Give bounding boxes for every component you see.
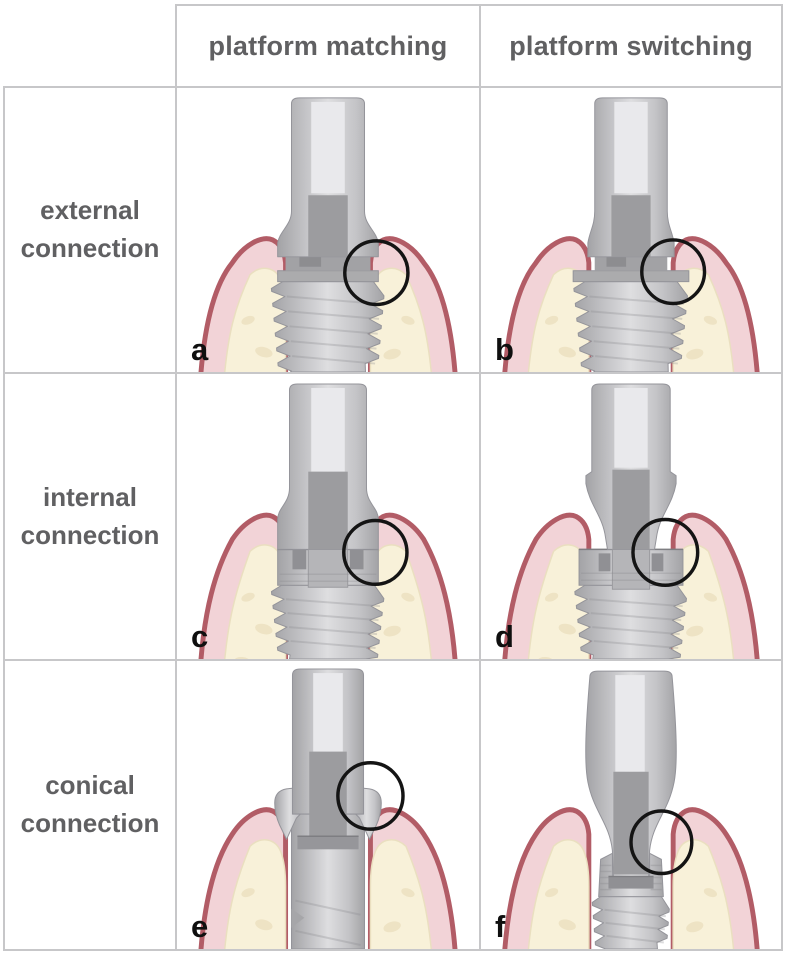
figure-letter: f [495,909,506,944]
bone-tissue [224,839,432,949]
highlight-circle [629,809,694,876]
row-label-text: conical connection [20,770,160,838]
implant-cross-section [198,97,458,372]
highlight-circle [336,760,405,831]
figure-cell-b: b [481,88,781,372]
bone-tissue [527,839,735,949]
implant-fixture [572,256,690,372]
abutment [291,668,365,837]
implant-cross-section [502,383,760,659]
column-header-platform-switching: platform switching [481,6,781,86]
column-header-label: platform switching [509,30,753,61]
row-label-text: external connection [20,195,160,263]
bone-tissue [224,267,432,372]
implant-cross-section [198,668,458,949]
row-label-conical-connection: conical connection [5,661,175,949]
figure-letter: c [191,619,209,654]
abutment [277,97,379,258]
highlight-circle [640,238,707,306]
implant-fixture [270,256,385,372]
implant-illustration [481,661,781,949]
implant-illustration [481,88,781,372]
highlight-circle [343,239,410,307]
row-label-text: internal connection [20,481,160,550]
implant-illustration [177,661,479,949]
figure-cell-c: c [177,374,479,659]
implant-fixture [270,548,385,659]
corner-cell [3,4,175,86]
implant-cross-section [198,383,458,659]
figure-cell-f: f [481,661,781,949]
figure-letter: e [191,909,209,944]
figure-cell-e: e [177,661,479,949]
abutment [585,670,677,877]
implant-cross-section [502,670,760,949]
bone-tissue [527,267,735,372]
abutment [587,97,675,258]
implant-fixture [574,548,687,659]
implant-illustration [177,374,479,659]
figure-cell-d: d [481,374,781,659]
figure-letter: a [191,332,209,367]
row-label-external-connection: external connection [5,88,175,372]
figure-letter: b [495,332,514,367]
column-header-platform-matching: platform matching [177,6,479,86]
figure-cell-a: a [177,88,479,372]
abutment [277,383,379,550]
implant-cross-section [502,97,760,372]
bone-tissue [224,544,432,659]
implant-illustration [481,374,781,659]
abutment [585,383,677,550]
row-label-internal-connection: internal connection [5,374,175,659]
implant-illustration [177,88,479,372]
highlight-circle [342,518,409,587]
column-header-label: platform matching [208,30,448,61]
figure-letter: d [495,619,514,654]
highlight-circle [631,517,700,588]
implant-comparison-table: platform matching platform switching ext… [3,4,783,951]
